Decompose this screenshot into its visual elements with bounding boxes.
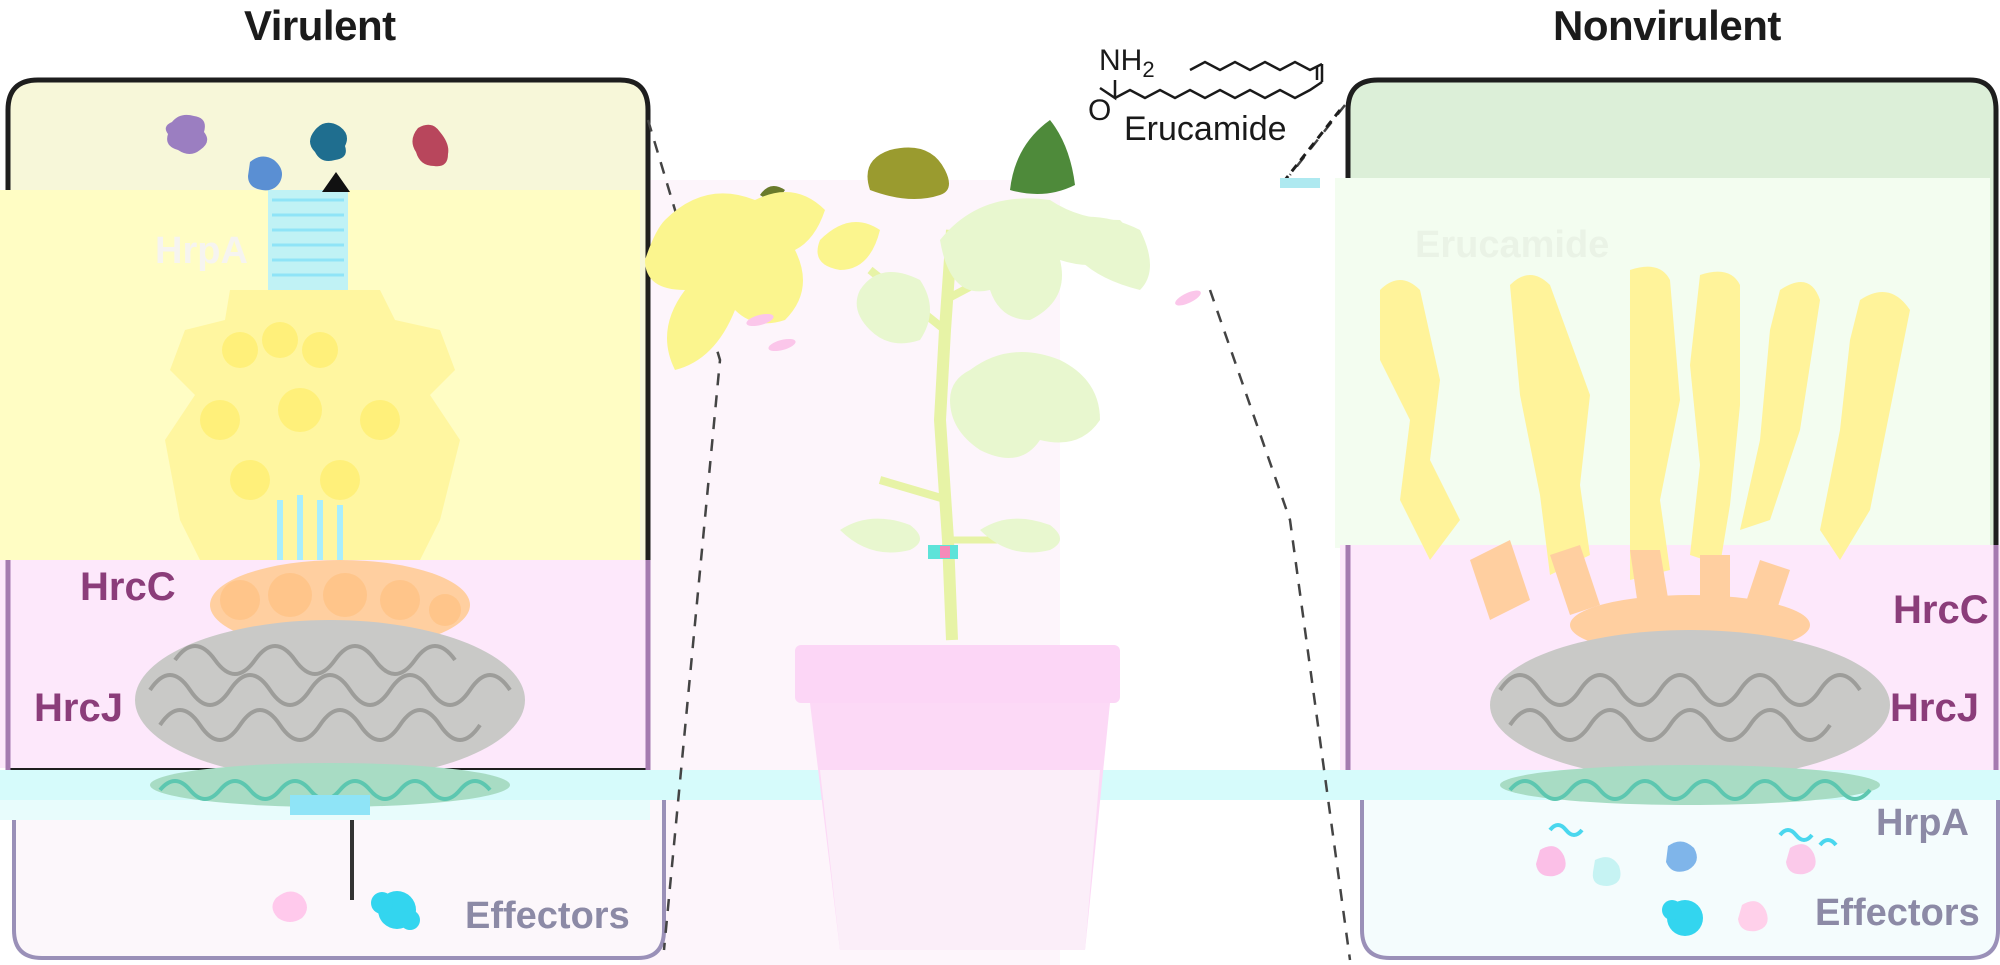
left-effectors-label: Effectors [465, 895, 630, 937]
erucamide-structure [1099, 60, 1324, 101]
tomato-plant-icon [645, 120, 1201, 641]
right-erucamide-label: Erucamide [1415, 224, 1610, 266]
title-virulent: Virulent [244, 2, 396, 49]
right-secretion-system [1380, 266, 1910, 936]
effector-blobs [272, 891, 420, 930]
erucamide-molecule-label: Erucamide [1124, 110, 1287, 148]
left-hrcc-label: HrcC [80, 565, 176, 609]
right-panel-bottom [1360, 800, 2000, 960]
zoom-connector-lines [646, 104, 1352, 961]
right-effectors-label: Effectors [1815, 892, 1980, 934]
title-nonvirulent: Nonvirulent [1553, 2, 1781, 49]
left-secretion-system [135, 172, 525, 900]
right-hrcc-label: HrcC [1893, 588, 1989, 632]
nh2-subscript: 2 [1142, 57, 1155, 82]
right-hrcj-label: HrcJ [1890, 686, 1979, 730]
left-panel-bottom [12, 800, 666, 960]
arrowhead-icon [322, 172, 350, 192]
left-hrcj-label: HrcJ [34, 686, 123, 730]
right-hrpa-label: HrpA [1876, 802, 1969, 844]
protein-blob-icon [165, 114, 449, 191]
flower-pot-icon [795, 645, 1120, 950]
left-hrpa-label: HrpA [155, 230, 248, 272]
nh2-label: NH2 [1099, 44, 1155, 82]
carbonyl-o-label: O [1088, 94, 1112, 127]
